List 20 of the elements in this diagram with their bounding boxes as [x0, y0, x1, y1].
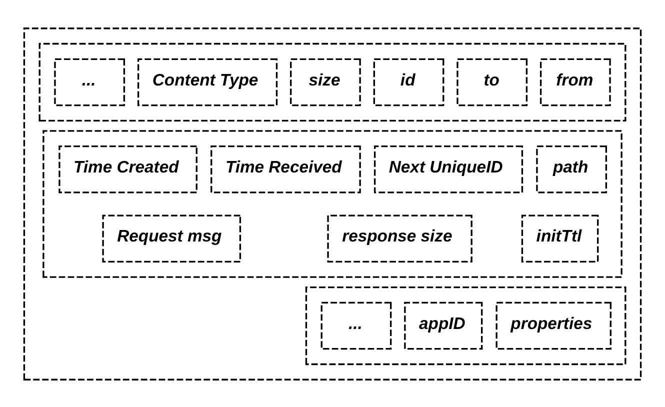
node-box: Content Type: [137, 58, 278, 106]
node-box: Time Received: [210, 144, 361, 193]
node-box: size: [290, 58, 361, 106]
node-box: id: [373, 58, 444, 106]
node-box: Request msg: [102, 214, 242, 262]
node-box: properties: [496, 301, 612, 350]
node-box: appID: [404, 301, 483, 350]
cluster: [23, 27, 642, 380]
node-box: initTtl: [521, 214, 599, 262]
node-box: Time Created: [58, 144, 198, 193]
cluster: [305, 286, 626, 365]
node-box: response size: [327, 214, 472, 262]
node-box: ...: [54, 58, 126, 106]
node-box: path: [536, 144, 608, 193]
cluster: [38, 42, 626, 122]
node-box: to: [456, 58, 528, 106]
node-box: Next UniqueID: [374, 144, 524, 193]
node-box: ...: [320, 301, 392, 350]
node-box: from: [540, 58, 611, 106]
cluster: [42, 130, 622, 278]
